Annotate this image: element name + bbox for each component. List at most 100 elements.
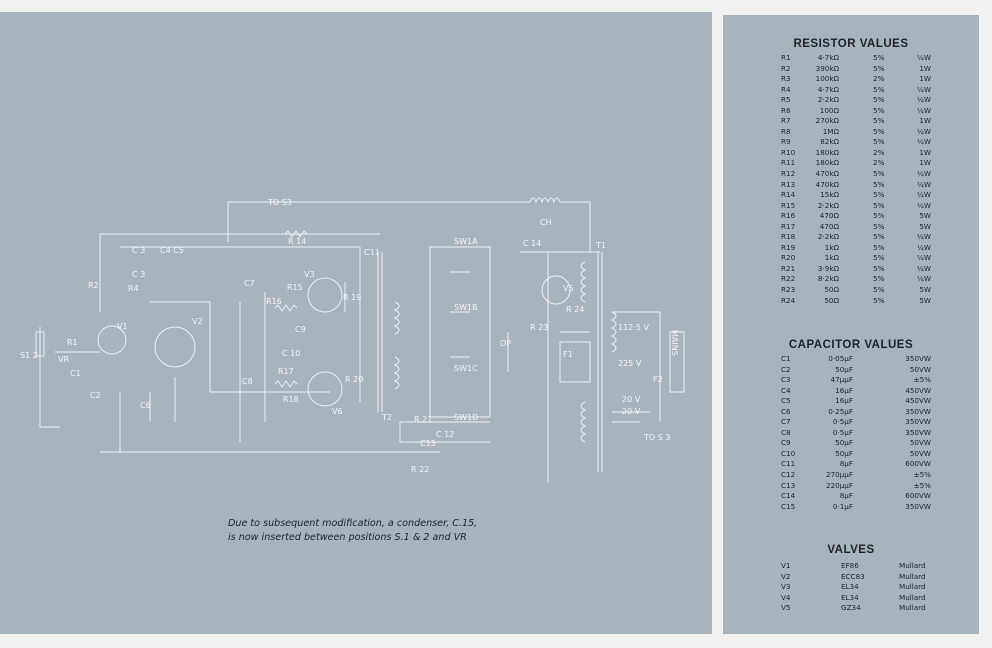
cell-val: 100kΩ: [815, 74, 839, 84]
cell-tol: 5%: [873, 263, 885, 273]
note-line-2: is now inserted between positions S.1 & …: [228, 532, 467, 543]
cell-val: 2·2kΩ: [817, 200, 839, 210]
cell-val: 0·5µF: [832, 417, 853, 427]
cell-tol: 5%: [873, 190, 885, 200]
cell-w: ¼W: [916, 190, 931, 200]
cell-val: 390kΩ: [815, 63, 839, 73]
cell-ref: R22: [781, 274, 796, 284]
cell-w: 600VW: [905, 459, 931, 469]
cell-ref: C7: [781, 417, 791, 427]
cell-tol: 5%: [873, 200, 885, 210]
cell-ref: V4: [781, 592, 791, 602]
label-20v-a: 20 V: [622, 395, 641, 404]
cell-ref: R14: [781, 190, 796, 200]
cell-w: 1W: [919, 74, 931, 84]
switch-sw1: [429, 246, 491, 418]
cell-val: 82kΩ: [820, 137, 839, 147]
cell-val: 50µF: [835, 448, 853, 458]
cell-ref: R9: [781, 137, 791, 147]
cell-w: ¼W: [916, 105, 931, 115]
cell-ref: C2: [781, 364, 791, 374]
label-c13: C13: [420, 439, 436, 448]
cell-val: 0·5µF: [832, 427, 853, 437]
cell-ref: C5: [781, 396, 791, 406]
cell-w: Mullard: [899, 561, 926, 570]
input-jack: [35, 331, 45, 357]
cell-val: 47µµF: [830, 375, 853, 385]
cell-ref: C10: [781, 448, 796, 458]
resistor-r18: [274, 380, 298, 388]
mains-input: [669, 331, 685, 393]
cell-w: Mullard: [899, 571, 926, 581]
cell-ref: R10: [781, 147, 796, 157]
label-r23: R 23: [530, 323, 548, 332]
label-ch: CH: [540, 218, 552, 227]
label-c11: C11: [364, 248, 380, 257]
cell-tol: 5%: [873, 295, 885, 305]
cell-tol: 5%: [873, 242, 885, 252]
cell-w: ¼W: [916, 242, 931, 252]
cell-ref: R15: [781, 200, 796, 210]
t2-winding: [393, 301, 400, 335]
label-c12: C 12: [436, 430, 454, 439]
cell-val: EL34: [841, 592, 859, 602]
cell-w: 350VW: [905, 406, 931, 416]
label-c3: C 3: [132, 246, 145, 255]
cell-tol: 5%: [873, 137, 885, 147]
label-op: OP: [500, 339, 511, 348]
cell-ref: C11: [781, 459, 796, 469]
cell-w: ¼W: [916, 126, 931, 136]
label-v2: V2: [192, 317, 203, 326]
resistor-r15: [274, 304, 298, 312]
label-20v-b: 20 V: [622, 407, 641, 416]
cell-w: ¼W: [916, 253, 931, 263]
cell-val: 4·7kΩ: [817, 53, 839, 62]
cell-ref: C1: [781, 354, 791, 363]
t2-winding: [393, 356, 400, 390]
cell-ref: R20: [781, 253, 796, 263]
label-112v: 112·5 V: [618, 323, 649, 332]
cell-tol: 5%: [873, 63, 885, 73]
cell-val: GZ34: [841, 603, 861, 613]
label-c9: C9: [295, 325, 306, 334]
cell-val: 1kΩ: [824, 242, 839, 252]
cell-ref: R2: [781, 63, 791, 73]
cell-val: 50µF: [835, 438, 853, 448]
cell-w: ¼W: [916, 263, 931, 273]
valve-v2: [154, 326, 196, 368]
cell-tol: 5%: [873, 179, 885, 189]
cell-tol: 5%: [873, 105, 885, 115]
cell-val: 50Ω: [824, 295, 839, 305]
cell-ref: R11: [781, 158, 796, 168]
cell-val: EL34: [841, 582, 859, 592]
cell-val: 470kΩ: [815, 169, 839, 179]
label-sw1c: SW1C: [454, 364, 478, 373]
resistor-r14: [284, 230, 308, 238]
cell-w: ¼W: [916, 84, 931, 94]
cell-ref: C6: [781, 406, 791, 416]
cell-ref: R16: [781, 211, 796, 221]
cell-tol: 5%: [873, 274, 885, 284]
cell-ref: R1: [781, 53, 791, 62]
valves-title: VALVES: [827, 544, 875, 556]
cell-val: 2·2kΩ: [817, 95, 839, 105]
cell-ref: R13: [781, 179, 796, 189]
cell-val: 180kΩ: [815, 147, 839, 157]
cell-ref: R18: [781, 232, 796, 242]
label-v3: V3: [304, 270, 315, 279]
